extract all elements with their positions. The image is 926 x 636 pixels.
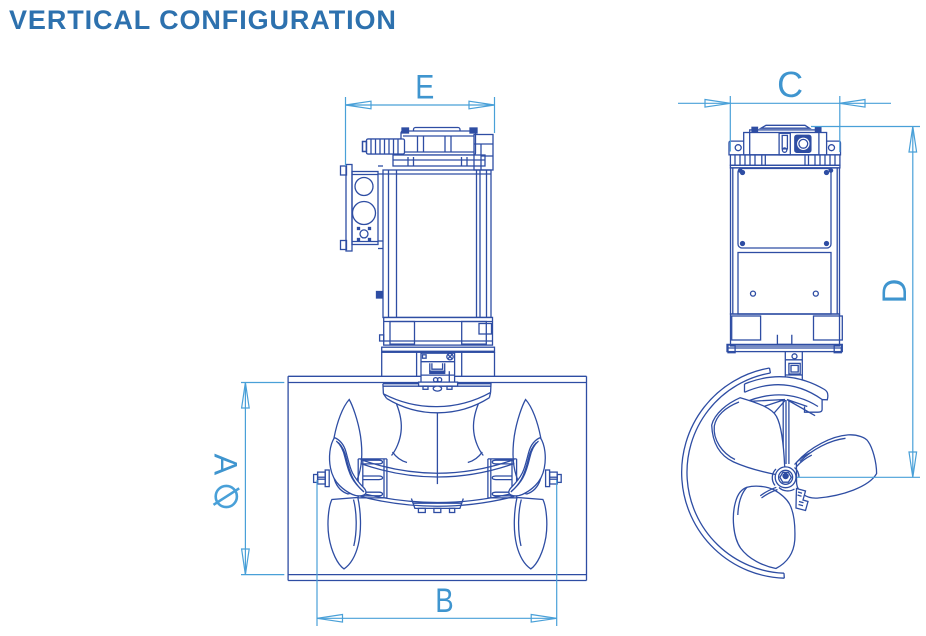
svg-text:D: D (876, 279, 914, 304)
svg-text:C: C (777, 64, 803, 105)
svg-text:E: E (415, 68, 434, 106)
svg-text:A: A (208, 453, 244, 475)
svg-text:B: B (435, 581, 453, 620)
